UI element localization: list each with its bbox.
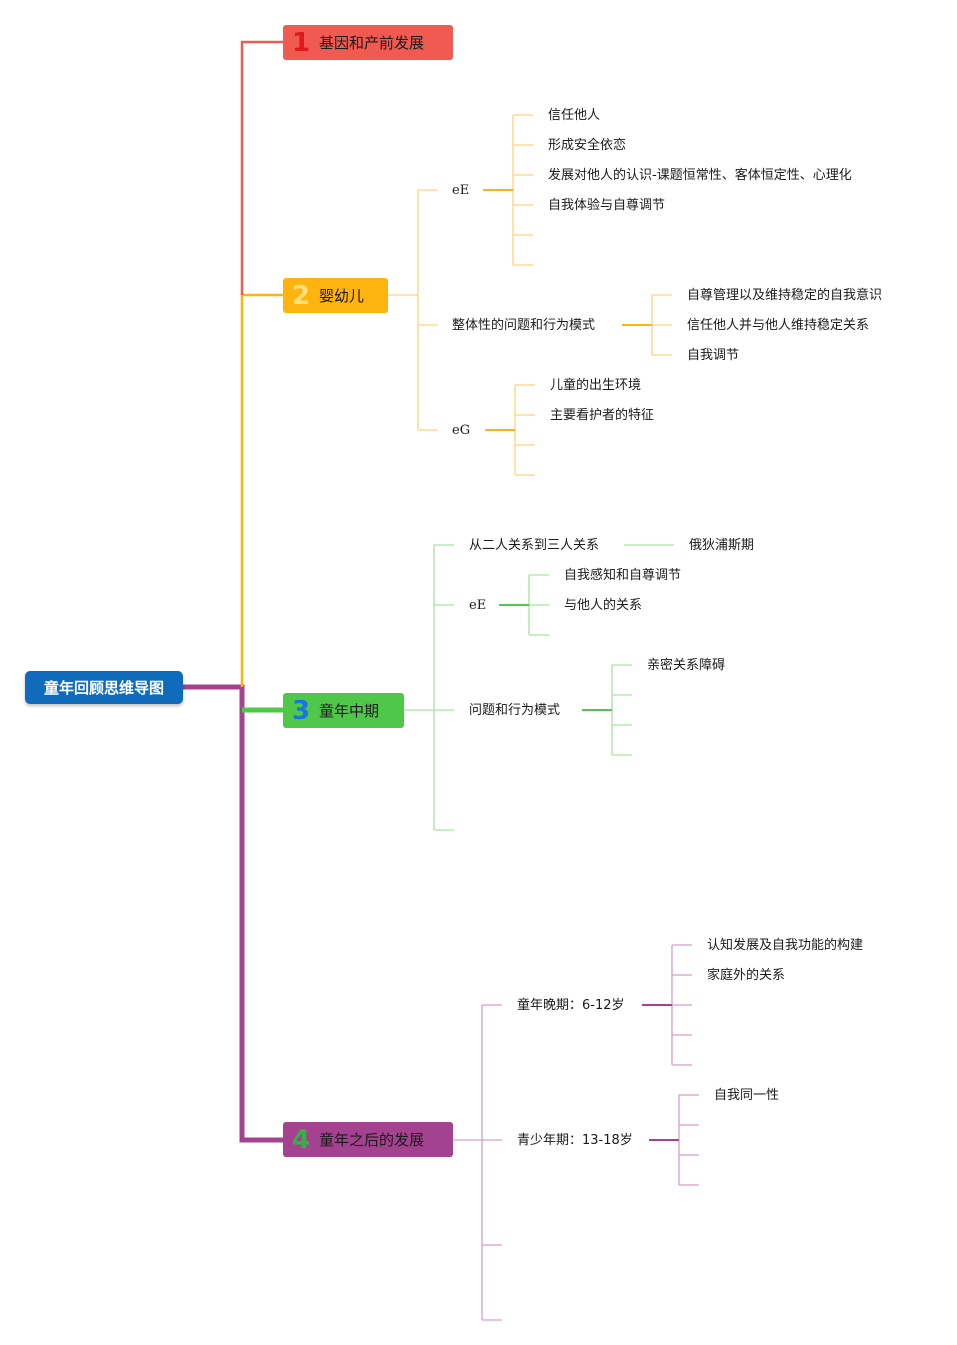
- branch-label: 童年之后的发展: [319, 1131, 425, 1149]
- topic-node[interactable]: eG: [452, 423, 471, 438]
- leaf-node[interactable]: 认知发展及自我功能的构建: [707, 938, 864, 953]
- topic-node[interactable]: 童年晚期：6-12岁: [517, 998, 625, 1013]
- leaf-node[interactable]: 与他人的关系: [564, 598, 643, 613]
- root-node[interactable]: 童年回顾思维导图: [25, 671, 183, 704]
- leaf-node[interactable]: 自我体验与自尊调节: [548, 198, 666, 213]
- branch-number: 4: [291, 1124, 311, 1155]
- leaf-node[interactable]: 自我调节: [687, 348, 740, 363]
- leaf-node[interactable]: 发展对他人的认识-课题恒常性、客体恒定性、心理化: [548, 168, 852, 183]
- branch-3-node[interactable]: 3 童年中期: [283, 693, 404, 728]
- leaf-node[interactable]: 家庭外的关系: [707, 968, 786, 983]
- leaf-node[interactable]: 儿童的出生环境: [550, 378, 642, 393]
- branch-label: 童年中期: [319, 702, 380, 720]
- branch-4-node[interactable]: 4 童年之后的发展: [283, 1122, 453, 1157]
- branch-number: 2: [291, 280, 311, 311]
- branch-number: 1: [291, 27, 311, 58]
- leaf-node[interactable]: 信任他人并与他人维持稳定关系: [687, 318, 870, 333]
- topic-node[interactable]: 整体性的问题和行为模式: [452, 318, 596, 333]
- leaf-node[interactable]: 信任他人: [548, 108, 601, 123]
- leaf-node[interactable]: 自尊管理以及维持稳定的自我意识: [687, 288, 883, 303]
- branch-2-node[interactable]: 2 婴幼儿: [283, 278, 388, 313]
- topic-node[interactable]: 从二人关系到三人关系: [469, 538, 600, 553]
- branch-number: 3: [291, 695, 311, 726]
- branch-label: 婴幼儿: [319, 287, 365, 305]
- branch-1-node[interactable]: 1 基因和产前发展: [283, 25, 453, 60]
- branch-label: 基因和产前发展: [319, 34, 425, 52]
- leaf-node[interactable]: 主要看护者的特征: [550, 408, 655, 423]
- leaf-node[interactable]: 俄狄浦斯期: [689, 538, 755, 553]
- topic-node[interactable]: eE: [452, 183, 470, 198]
- leaf-node[interactable]: 亲密关系障碍: [647, 658, 726, 673]
- leaf-node[interactable]: 形成安全依恋: [548, 138, 627, 153]
- topic-node[interactable]: 问题和行为模式: [469, 703, 561, 718]
- topic-node[interactable]: eE: [469, 598, 487, 613]
- leaf-node[interactable]: 自我同一性: [714, 1088, 780, 1103]
- root-label: 童年回顾思维导图: [43, 679, 164, 697]
- leaf-node[interactable]: 自我感知和自尊调节: [564, 568, 682, 583]
- topic-node[interactable]: 青少年期：13-18岁: [517, 1133, 633, 1148]
